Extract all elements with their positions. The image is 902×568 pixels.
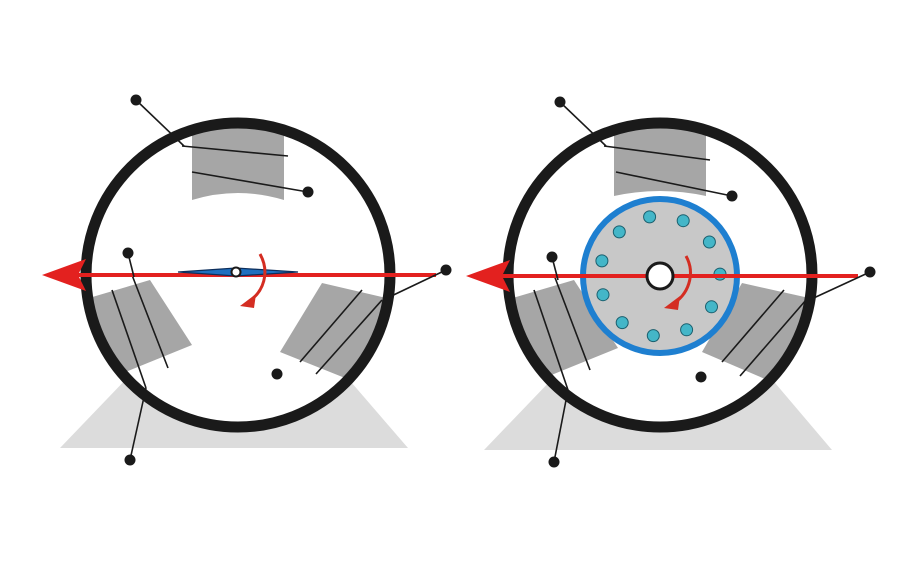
rotation-arrow-head [240,294,256,308]
rotation-arrow-head [664,296,680,310]
callout-dot [302,186,314,198]
pole-shoe-lower-right [280,283,390,380]
callout-dot [546,251,558,263]
rotation-arrow [664,255,692,310]
rotor-slot [612,225,626,239]
pole-winding-lines [111,145,383,389]
rotor-slot [676,214,690,228]
rotor-slot [646,329,660,343]
compass-needle [177,266,299,278]
rotor-slot [596,288,610,302]
callout-dot [864,266,876,278]
callout-dot [122,247,134,259]
rotation-arrow [240,253,267,308]
rotor-slot [615,316,629,330]
rotor-shaft [645,261,675,291]
callout-dot [548,456,560,468]
needle-pivot [230,266,242,278]
field-arrow-head [42,259,86,291]
callout-dot [130,94,142,106]
rotor-slots [595,210,727,343]
rotor-slot [643,210,657,224]
callout-dot [554,96,566,108]
left-machine [42,94,452,466]
rotor-slot [595,254,609,268]
callouts [122,94,452,466]
callout-dot [695,371,707,383]
field-arrow-head [466,260,510,292]
callouts [546,96,876,468]
callout-dot [271,368,283,380]
callout-dot [124,454,136,466]
rotor-slot [702,235,716,249]
right-machine [466,96,876,468]
rotor-slot [680,323,694,337]
pole-winding-lines [533,145,807,391]
rotor-slot [705,300,718,314]
pole-shoe-top [192,123,284,200]
callout-dot [440,264,452,276]
callout-dot [726,190,738,202]
